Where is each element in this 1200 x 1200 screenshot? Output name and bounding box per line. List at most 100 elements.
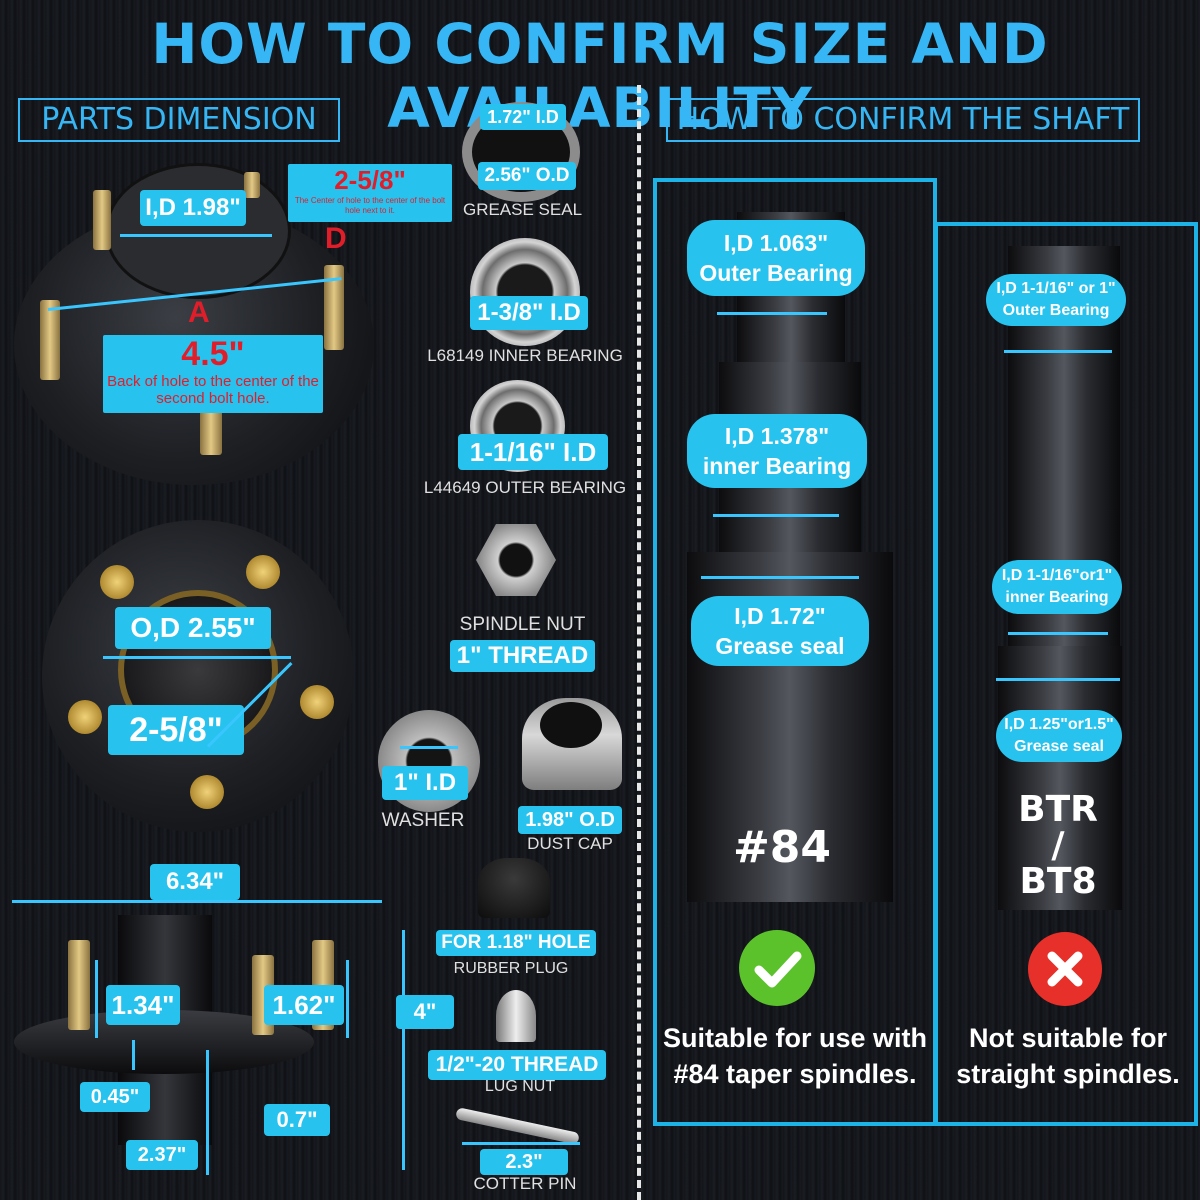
shaft84-inner-id: I,D 1.378" bbox=[724, 423, 830, 449]
dust-cap-od-label: 1.98" O.D bbox=[518, 806, 622, 834]
confirm-shaft-heading: HOW TO CONFIRM THE SHAFT bbox=[666, 98, 1140, 142]
page-title: HOW TO CONFIRM SIZE AND AVAILABILITY bbox=[151, 12, 1049, 140]
shaft84-type-label: #84 bbox=[732, 822, 832, 873]
cotter-pin-caption: COTTER PIN bbox=[473, 1174, 577, 1193]
hub-width-label: 6.34" bbox=[150, 864, 240, 900]
outer-bearing-id-label: 1-1/16" I.D bbox=[458, 434, 608, 470]
shaft84-verdict: Suitable for use with #84 taper spindles… bbox=[653, 1020, 937, 1092]
shaftbt-outer-name: Outer Bearing bbox=[1002, 302, 1110, 319]
flange-label: 0.45" bbox=[80, 1082, 150, 1112]
lug-nut-caption: LUG NUT bbox=[484, 1078, 556, 1095]
shaftbt-verdict-line1: Not suitable for bbox=[968, 1023, 1167, 1053]
shaft84-seal-id: I,D 1.72" bbox=[734, 603, 826, 629]
washer-caption: WASHER bbox=[381, 810, 465, 831]
shaftbt-seal-name: Grease seal bbox=[1014, 738, 1104, 755]
rubber-plug-caption: RUBBER PLUG bbox=[453, 960, 569, 977]
shaftbt-seal-id: I,D 1.25"or1.5" bbox=[1004, 716, 1114, 733]
lug-image bbox=[68, 700, 102, 734]
bolt-spacing-label: 2-5/8" bbox=[334, 165, 406, 195]
parts-dimension-heading: PARTS DIMENSION bbox=[18, 98, 340, 142]
shaftbt-outer-line bbox=[1004, 350, 1112, 353]
shaftbt-panel: I,D 1-1/16" or 1" Outer Bearing I,D 1-1/… bbox=[934, 222, 1198, 1126]
grease-seal-id-label: 1.72" I.D bbox=[480, 104, 566, 130]
lug-image bbox=[246, 555, 280, 589]
shaft84-seal-line bbox=[701, 576, 859, 579]
shaftbt-lower-image bbox=[998, 646, 1122, 910]
shaft84-outer-name: Outer Bearing bbox=[699, 260, 853, 286]
shaft84-verdict-line2: #84 taper spindles. bbox=[673, 1059, 917, 1089]
washer-id-label: 1" I.D bbox=[382, 766, 468, 800]
shaftbt-verdict: Not suitable for straight spindles. bbox=[930, 1020, 1200, 1092]
cross-icon bbox=[1028, 932, 1102, 1006]
shaftbt-inner-callout: I,D 1-1/16"or1" inner Bearing bbox=[992, 560, 1122, 614]
hub-bolt-spacing-label: 2-5/8" bbox=[108, 705, 244, 755]
hub-height-label: 4" bbox=[396, 995, 454, 1029]
lug-image bbox=[190, 775, 224, 809]
hub-cap-image bbox=[105, 163, 291, 299]
shaftbt-type-label: BTR / BT8 bbox=[998, 792, 1118, 900]
stud-left-line bbox=[95, 960, 98, 1038]
shaftbt-seal-line bbox=[996, 678, 1120, 681]
rubber-plug-image bbox=[478, 858, 550, 918]
shaft84-outer-id: I,D 1.063" bbox=[723, 230, 829, 256]
shaft84-seal-callout: I,D 1.72" Grease seal bbox=[691, 596, 869, 666]
rubber-plug-hole-label: FOR 1.18" HOLE bbox=[436, 930, 596, 956]
inner-bearing-id-label: 1-3/8" I.D bbox=[470, 296, 588, 330]
shaftbt-type-line2: / bbox=[1051, 825, 1065, 866]
bottom-label: 2.37" bbox=[126, 1140, 198, 1170]
lug-nut-image bbox=[496, 990, 536, 1042]
hub-width-line bbox=[12, 900, 382, 903]
offset-label: 0.7" bbox=[264, 1104, 330, 1136]
stud-right-line bbox=[346, 960, 349, 1038]
dust-cap-caption: DUST CAP bbox=[527, 834, 613, 853]
spindle-nut-thread-label: 1" THREAD bbox=[450, 640, 595, 672]
stud-image bbox=[68, 940, 90, 1030]
stud-image bbox=[244, 172, 260, 198]
lug-nut-thread-label: 1/2"-20 THREAD bbox=[428, 1050, 606, 1080]
shaftbt-outer-callout: I,D 1-1/16" or 1" Outer Bearing bbox=[986, 274, 1126, 326]
bolt-circle-label: 4.5" bbox=[181, 335, 245, 373]
shaft84-inner-line bbox=[713, 514, 839, 517]
bolt-spacing-note: The Center of hole to the center of the … bbox=[294, 196, 446, 215]
stud-left-label: 1.34" bbox=[106, 985, 180, 1025]
hub-height-line bbox=[402, 930, 405, 1170]
shaftbt-inner-id: I,D 1-1/16"or1" bbox=[1001, 567, 1113, 584]
shaftbt-outer-id: I,D 1-1/16" or 1" bbox=[996, 280, 1116, 297]
hub-id-dimension-line bbox=[120, 234, 272, 237]
stud-right-label: 1.62" bbox=[264, 985, 344, 1025]
spindle-nut-image bbox=[476, 524, 556, 596]
lug-image bbox=[100, 565, 134, 599]
cotter-pin-line bbox=[462, 1142, 580, 1145]
grease-seal-od-label: 2.56" O.D bbox=[478, 162, 576, 190]
stud-image bbox=[200, 405, 222, 455]
center-divider bbox=[637, 85, 641, 1200]
stud-image bbox=[40, 300, 60, 380]
hub-id-label: I,D 1.98" bbox=[140, 190, 246, 226]
washer-id-line bbox=[400, 746, 458, 749]
flange-line bbox=[132, 1040, 135, 1070]
outer-bearing-caption: L44649 OUTER BEARING bbox=[423, 478, 627, 497]
stud-image bbox=[93, 190, 111, 250]
dust-cap-rubber-image bbox=[540, 702, 602, 748]
hub-od-label: O,D 2.55" bbox=[115, 607, 271, 649]
shaft84-panel: I,D 1.063" Outer Bearing I,D 1.378" inne… bbox=[653, 178, 937, 1126]
shaftbt-seal-callout: I,D 1.25"or1.5" Grease seal bbox=[996, 710, 1122, 762]
shaft84-outer-line bbox=[717, 312, 827, 315]
shaftbt-type-line1: BTR bbox=[1018, 789, 1098, 830]
shaft84-verdict-line1: Suitable for use with bbox=[662, 1023, 928, 1053]
check-icon bbox=[739, 930, 815, 1006]
bolt-spacing-callout: 2-5/8" The Center of hole to the center … bbox=[288, 164, 452, 222]
shaftbt-verdict-line2: straight spindles. bbox=[956, 1059, 1180, 1089]
bolt-circle-callout: 4.5" Back of hole to the center of the s… bbox=[103, 335, 323, 413]
shaft84-seal-name: Grease seal bbox=[715, 633, 845, 659]
hub-od-dimension-line bbox=[103, 656, 291, 659]
inner-bearing-caption: L68149 INNER BEARING bbox=[427, 346, 623, 365]
shaftbt-inner-name: inner Bearing bbox=[1005, 589, 1109, 606]
grease-seal-caption: GREASE SEAL bbox=[462, 200, 583, 219]
shaft84-inner-callout: I,D 1.378" inner Bearing bbox=[687, 414, 867, 488]
point-a-label: A bbox=[188, 296, 210, 329]
bottom-line bbox=[206, 1050, 209, 1175]
cotter-pin-length-label: 2.3" bbox=[480, 1149, 568, 1175]
point-d-label: D bbox=[325, 222, 347, 255]
lug-image bbox=[300, 685, 334, 719]
